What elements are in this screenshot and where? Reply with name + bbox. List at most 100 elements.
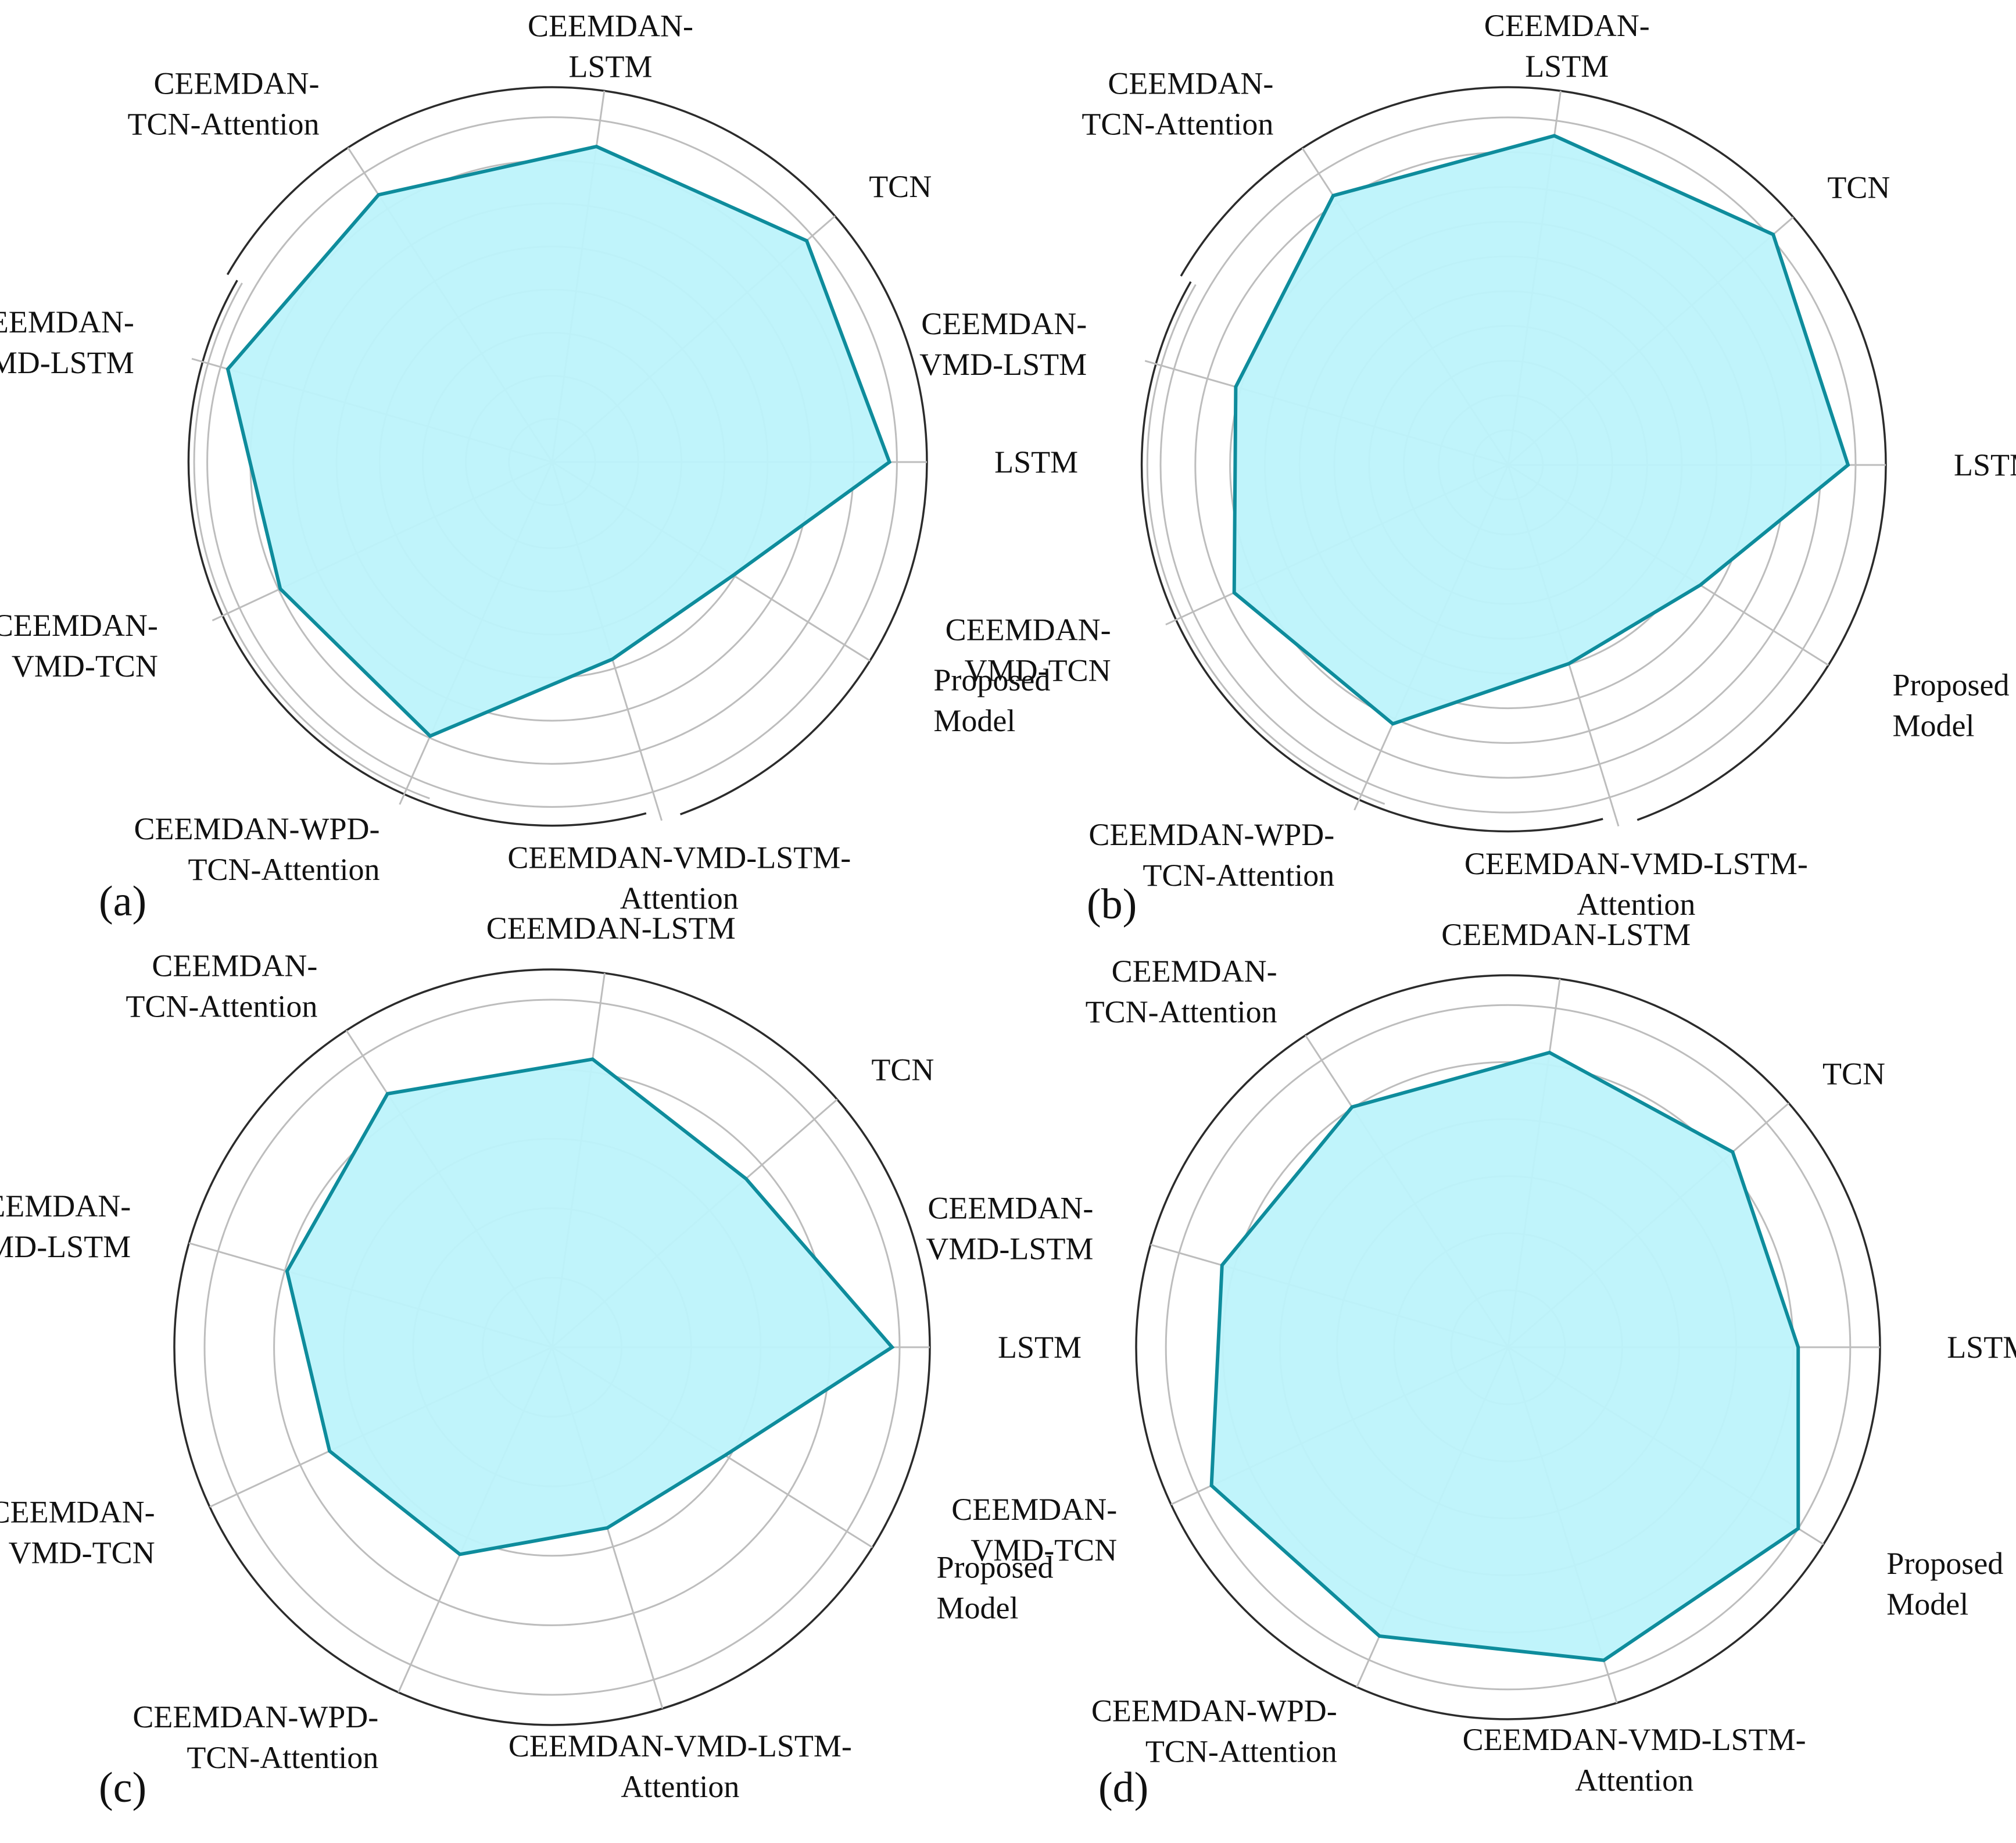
axis-label: CEEMDAN-VMD-LSTM-Attention	[509, 1729, 852, 1804]
axis-label-line: CEEMDAN-VMD-LSTM-	[1463, 1722, 1806, 1757]
axis-label-line: Model	[937, 1590, 1019, 1625]
axis-label-line: VMD-TCN	[9, 1536, 155, 1570]
data-point	[280, 588, 281, 590]
axis-label-line: VMD-LSTM	[0, 1229, 131, 1264]
axis-label-line: CEEMDAN-LSTM	[1441, 917, 1691, 952]
axis-label-line: TCN	[871, 1052, 934, 1087]
series-line	[225, 144, 892, 738]
data-point	[429, 735, 431, 737]
series-line	[1209, 1050, 1800, 1662]
radar-panel-a: LSTMTCNCEEMDAN-LSTMCEEMDAN-TCN-Attention…	[0, 9, 1078, 925]
axis-label-line: Model	[933, 703, 1015, 738]
data-point	[227, 368, 228, 370]
data-point	[378, 194, 379, 196]
axis-label-line: CEEMDAN-LSTM	[486, 911, 736, 946]
data-point	[1732, 1151, 1734, 1153]
panel-label: (d)	[1098, 1764, 1148, 1812]
axis-label-line: VMD-LSTM	[926, 1231, 1093, 1266]
axis-label-line: TCN-Attention	[1145, 1734, 1337, 1769]
axis-label: CEEMDAN-VMD-TCN	[0, 1495, 155, 1570]
data-point	[1797, 1528, 1799, 1529]
axis-label: CEEMDAN-VMD-LSTM-Attention	[1464, 846, 1808, 922]
axis-label: CEEMDAN-VMD-TCN	[946, 613, 1111, 688]
axis-label: CEEMDAN-LSTM	[1441, 917, 1691, 952]
axis-label: CEEMDAN-VMD-LSTM	[0, 1189, 131, 1264]
axis-label-line: LSTM	[1947, 1330, 2016, 1365]
series-area	[228, 146, 890, 736]
series-area	[1211, 1053, 1799, 1661]
axis-label: TCN	[869, 169, 932, 204]
axis-label: CEEMDAN-LSTM	[486, 911, 736, 946]
axis-label-line: CEEMDAN-	[0, 608, 158, 643]
data-point	[459, 1554, 461, 1555]
data-point	[891, 1347, 893, 1348]
data-point	[329, 1450, 331, 1452]
data-point	[1603, 1659, 1605, 1661]
data-point	[611, 659, 613, 660]
data-point	[1699, 584, 1701, 586]
data-point	[1553, 135, 1555, 137]
axis-label-line: TCN-Attention	[187, 1740, 378, 1775]
outer-arc	[1140, 281, 1603, 833]
axis-label: CEEMDAN-TCN-Attention	[128, 66, 320, 141]
data-point	[1351, 1106, 1353, 1108]
axis-label-line: Attention	[1575, 1763, 1693, 1798]
axis-label-line: VMD-LSTM	[0, 345, 134, 380]
axis-label-line: CEEMDAN-	[951, 1492, 1117, 1527]
axis-label: CEEMDAN- VMD-LSTM	[0, 305, 134, 380]
data-point	[1392, 723, 1394, 725]
axis-label-line: TCN-Attention	[126, 989, 317, 1024]
axis-label-line: CEEMDAN-	[0, 305, 134, 339]
outer-arc	[187, 280, 647, 827]
axis-label-line: Model	[1893, 708, 1975, 743]
axis-label-line: CEEMDAN-WPD-	[1088, 817, 1334, 852]
axis-label: CEEMDAN-VMD-LSTM- Attention	[1463, 1722, 1806, 1798]
axis-label: CEEMDAN-VMD-LSTM	[919, 306, 1087, 382]
outer-arc	[1170, 974, 1881, 1708]
axis-label-line: Proposed	[1893, 667, 2010, 702]
axis-label: CEEMDAN-VMD-TCN	[0, 608, 158, 683]
data-point	[607, 1527, 608, 1529]
panel-label: (c)	[99, 1764, 146, 1812]
axis-label-line: CEEMDAN-	[928, 1190, 1093, 1225]
axis-label-line: CEEMDAN-VMD-LSTM-	[507, 840, 851, 875]
data-point	[286, 1271, 288, 1272]
axis-label: LSTM	[998, 1330, 1082, 1365]
axis-label: TCN	[1822, 1057, 1885, 1092]
series-area	[1234, 135, 1848, 724]
axis-label: CEEMDAN-TCN-Attention	[126, 949, 317, 1024]
axis-label-line: LSTM	[994, 445, 1078, 479]
data-point	[1772, 234, 1774, 235]
axis-label-line: Model	[1886, 1587, 1968, 1622]
axis-label-line: Attention	[620, 881, 739, 916]
axis-label: CEEMDAN- VMD-TCN	[951, 1492, 1117, 1568]
axis-label-line: VMD-TCN	[971, 1533, 1117, 1568]
axis-label-line: TCN	[1822, 1057, 1885, 1092]
axis-label-line: Attention	[621, 1769, 739, 1804]
radar-panel-b: LSTMTCNCEEMDAN-LSTMCEEMDAN-TCN-Attention…	[919, 8, 2016, 928]
axis-label: CEEMDAN-WPD-TCN-Attention	[1088, 817, 1334, 893]
series-area	[287, 1059, 892, 1555]
outer-arc	[226, 86, 928, 815]
axis-label: CEEMDAN-TCN-Attention	[1086, 954, 1277, 1029]
outer-ring-secondary	[193, 282, 430, 800]
axis-label: TCN	[871, 1052, 934, 1087]
axis-label-line: TCN-Attention	[1086, 994, 1277, 1029]
data-point	[1568, 663, 1570, 664]
data-point	[592, 1058, 593, 1060]
panel-label: (b)	[1087, 881, 1137, 928]
axis-label-line: TCN	[869, 169, 932, 204]
data-point	[1233, 592, 1235, 593]
radar-panel-c: LSTM TCN CEEMDAN-LSTM CEEMDAN-TCN-Attention…	[0, 911, 1082, 1812]
axis-label-line: CEEMDAN-VMD-LSTM-	[1464, 846, 1808, 881]
axis-label: CEEMDAN- VMD-LSTM	[926, 1190, 1093, 1266]
data-point	[806, 240, 808, 242]
data-point	[1378, 1636, 1380, 1637]
outer-arc	[1180, 86, 1887, 821]
axis-label-line: Proposed	[1886, 1546, 2003, 1581]
data-point	[724, 1455, 726, 1456]
data-point	[732, 574, 734, 576]
